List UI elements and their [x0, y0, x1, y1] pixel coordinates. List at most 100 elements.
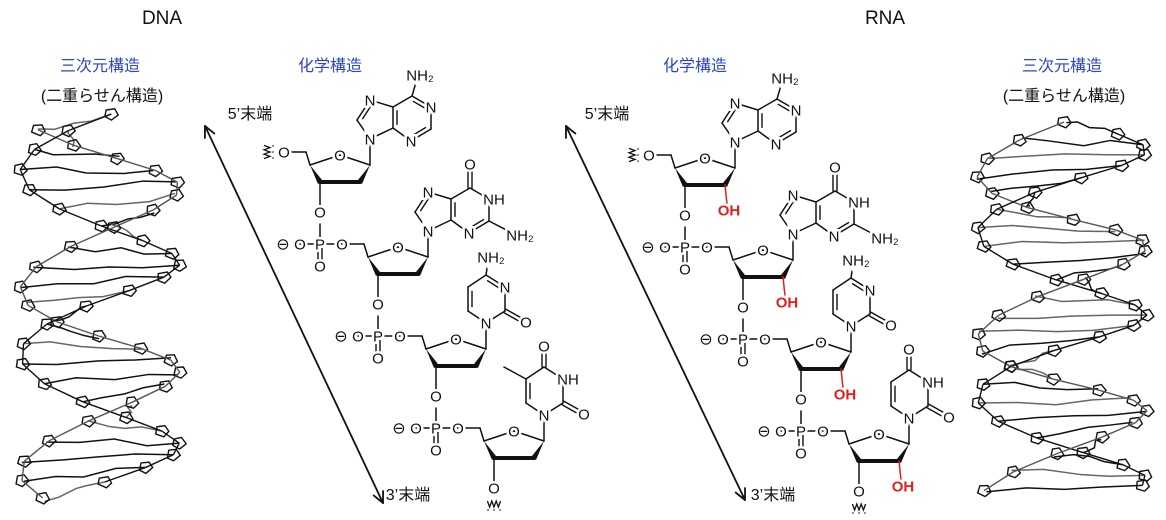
bond [850, 313, 871, 327]
backbone-segment [171, 253, 181, 266]
bond [848, 433, 880, 445]
wedge-bond [791, 352, 803, 371]
bond [525, 402, 545, 416]
bond [757, 98, 778, 111]
5prime-oxygen: O [452, 421, 464, 438]
sugar-ring [15, 357, 31, 371]
negative-charge-icon: ⊖ [757, 424, 770, 441]
backbone-segment [152, 194, 177, 211]
sugar-ring [1056, 115, 1072, 129]
phosphorus: P [680, 240, 690, 257]
arrowhead [565, 125, 577, 135]
negative-charge-icon: ⊖ [334, 329, 347, 346]
bond [834, 190, 855, 203]
bond [414, 211, 429, 232]
sugar-ring [125, 396, 140, 410]
base-pair-rung [44, 373, 179, 385]
backbone-segment [67, 113, 112, 132]
carbonyl-oxygen: O [464, 157, 476, 174]
base-pair-rung [1035, 295, 1136, 306]
backbone-segment [56, 321, 99, 337]
atom-label: N [791, 103, 802, 120]
backbone-segment [991, 192, 1028, 209]
wedge-bond [474, 349, 486, 368]
backbone-segment [140, 347, 171, 361]
bond [363, 243, 369, 258]
wedge-bond [839, 352, 851, 371]
glycosidic-nitrogen: N [423, 224, 434, 241]
sugar-ring [172, 259, 188, 273]
sugar-ring [976, 240, 992, 253]
2prime-hydroxyl-label: OH [776, 295, 799, 312]
base-pair-rung [22, 357, 172, 366]
bond [485, 261, 489, 276]
bond [833, 223, 855, 237]
bond [427, 191, 452, 200]
bond [704, 157, 736, 169]
wedge-bond [781, 260, 793, 279]
sugar-ring [157, 271, 172, 284]
rna-double-helix-model [969, 115, 1155, 498]
sugar-ring [1005, 258, 1021, 271]
wavy-dot [637, 154, 639, 156]
bond [485, 274, 506, 288]
sugar-ring [170, 176, 186, 189]
wedge-bond [484, 441, 496, 460]
2prime-hydroxyl-label: OH [892, 479, 915, 496]
dna-double-helix-label: (二重らせん構造) [40, 88, 164, 105]
sugar-ring [1110, 127, 1126, 141]
backbone-segment [117, 157, 156, 172]
backbone-segment [1036, 437, 1084, 454]
negative-charge-icon: ⊖ [641, 240, 654, 257]
backbone-segment [19, 286, 29, 306]
bond [483, 430, 515, 442]
wavy-dot [272, 157, 274, 159]
double-bond [419, 197, 430, 212]
bond [732, 249, 764, 261]
amino-group-label: NH₂ [842, 253, 870, 270]
backbone-segment [1134, 304, 1148, 316]
base-pair-rung [997, 314, 1147, 320]
sugar-ring [1126, 394, 1142, 407]
bond [762, 249, 794, 261]
backbone-segment [1056, 279, 1102, 295]
base-pair-rung [67, 130, 76, 148]
phosphate-oxygen: O [314, 259, 326, 276]
glycosidic-nitrogen: N [481, 316, 492, 333]
dna-title: DNA [141, 8, 183, 29]
backbone-segment [34, 130, 69, 151]
phosphorus: P [738, 332, 748, 349]
bond [468, 220, 490, 234]
backbone-segment [1053, 378, 1100, 391]
sugar-ring [171, 436, 188, 450]
backbone-segment [977, 402, 999, 422]
bond [543, 366, 564, 380]
sugar-ring [980, 152, 996, 166]
bond [392, 95, 413, 108]
ring-oxygen: O [873, 427, 885, 444]
amino-group-label: NH₂ [477, 250, 505, 267]
backbone-segment [28, 189, 60, 210]
base-pair-rung [996, 208, 1071, 219]
double-bond [470, 218, 485, 229]
sugar-ring [66, 138, 82, 152]
backbone-segment [1115, 229, 1143, 241]
backbone-segment [1010, 365, 1054, 380]
bond [450, 219, 470, 234]
bond [721, 122, 736, 143]
sugar-ring [1116, 458, 1131, 472]
base-pair-rung [983, 239, 1145, 248]
bond [513, 430, 545, 442]
backbone-segment [1080, 164, 1122, 179]
base-pair-rung [982, 381, 1099, 391]
bond [427, 219, 452, 232]
imine-nh-label: NH [848, 195, 870, 212]
base-pair-rung [101, 212, 155, 227]
sugar-ring [91, 329, 107, 343]
base-pair-rung [24, 466, 146, 482]
sugar-ring [27, 142, 43, 157]
wedge-bond [532, 441, 544, 460]
bond [674, 157, 706, 169]
wedge-bond [723, 168, 735, 187]
methyl-bond [503, 366, 527, 380]
